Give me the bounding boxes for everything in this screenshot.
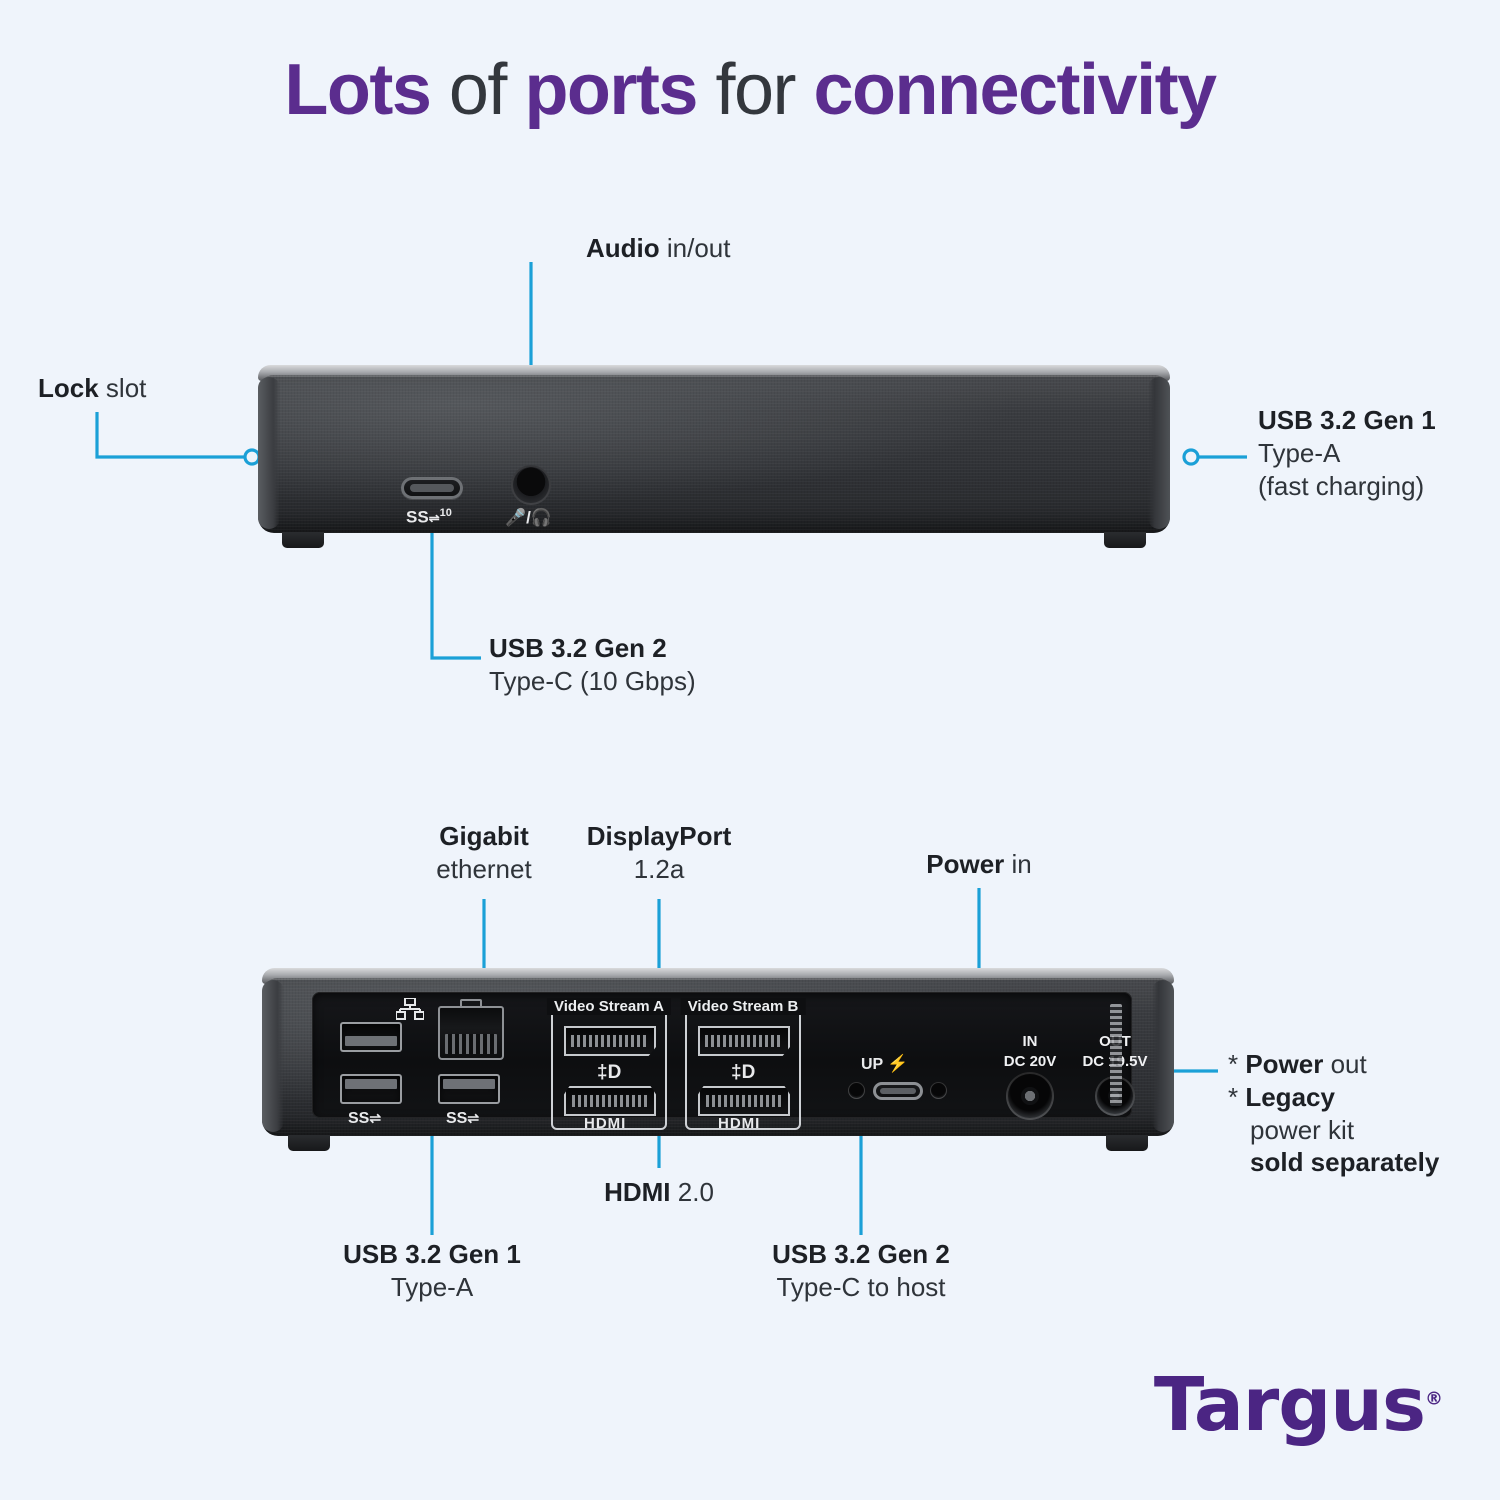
callout-displayport: DisplayPort 1.2a [549,820,769,886]
usb-a-port-bottom-mid [438,1074,500,1104]
callout-lock-slot-bold: Lock [38,373,99,403]
callout-usb-front-type-c-line1: USB 3.2 Gen 2 [489,633,667,663]
displayport-icon-b: ‡D [731,1062,756,1083]
hdmi-label-a: HDMI [584,1115,627,1132]
callout-power-out-rest: out [1323,1049,1367,1079]
callout-usb-rear-type-c: USB 3.2 Gen 2 Type-C to host [751,1238,971,1304]
hdmi-port-b [698,1086,790,1116]
callout-usb-front-type-c-line2: Type-C (10 Gbps) [489,665,696,696]
callout-displayport-line2: 1.2a [633,853,685,884]
callout-power-out-bold: Power [1245,1049,1324,1079]
callout-usb-rear-type-c-line1: USB 3.2 Gen 2 [772,1239,950,1269]
dock-rear-right-edge [1152,980,1174,1132]
targus-logo: Targus® [1153,1362,1443,1448]
title-part-1: Lots [284,50,431,130]
video-stream-b-label: Video Stream B [680,998,806,1015]
vent-strip [1110,1004,1122,1106]
callout-power-out-line1: * Power out [1228,1048,1439,1081]
usb-a-port-bottom-left [340,1074,402,1104]
callout-gigabit-line2: ethernet [436,853,532,884]
dock-rear-view: SS⇌ SS⇌ Video Stream A ‡D HDMI Video Str… [262,968,1174,1151]
screw-hole-left [848,1082,865,1099]
dock-rear-left-edge [262,980,284,1132]
callout-hdmi: HDMI 2.0 [559,1176,759,1209]
callout-usb-front-type-a-line3: (fast charging) [1258,470,1425,501]
callout-audio-rest: in/out [659,233,731,263]
usb-c-upstream-label: UP ⚡ [861,1054,909,1073]
hdmi-label-b: HDMI [718,1115,761,1132]
title-part-5: connectivity [813,50,1217,130]
callout-legacy-line4: sold separately [1250,1147,1440,1178]
usb-superspeed-icon-front: SS⇌10 [406,507,452,527]
dock-front-view: SS⇌10 🎤/🎧 [258,365,1170,548]
displayport-icon-a: ‡D [597,1062,622,1083]
callout-usb-rear-type-c-line2: Type-C to host [776,1271,946,1302]
title-part-2: of [430,50,525,130]
callout-power-in-rest: in [1004,849,1032,879]
usb-superspeed-icon-mid: SS⇌ [446,1110,480,1127]
dock-front-right-edge [1148,377,1170,529]
rear-port-plate: SS⇌ SS⇌ Video Stream A ‡D HDMI Video Str… [312,992,1148,1132]
callout-legacy-bold: Legacy [1245,1081,1335,1112]
screw-hole-right [930,1082,947,1099]
callout-usb-rear-type-a-line2: Type-A [390,1271,474,1302]
targus-logo-text: Targus [1153,1362,1426,1448]
callout-legacy-line3: power kit [1250,1114,1355,1145]
callout-power-out-legacy: * Power out * Legacy power kit sold sepa… [1228,1048,1439,1179]
title-part-4: for [696,50,814,130]
displayport-a [564,1026,656,1056]
dock-front-body [258,375,1170,533]
audio-headset-icon: 🎤/🎧 [505,508,553,527]
registered-trademark-icon: ® [1425,1388,1443,1410]
callout-usb-rear-type-a-line1: USB 3.2 Gen 1 [343,1239,521,1269]
callout-lock-slot-rest: slot [98,373,147,403]
callout-displayport-line1: DisplayPort [586,821,732,851]
ethernet-lan-icon [396,998,424,1020]
callout-hdmi-rest: 2.0 [670,1177,714,1207]
usb-c-port-host [873,1082,923,1100]
video-stream-b-group: Video Stream B ‡D HDMI [680,998,806,1132]
video-stream-a-group: Video Stream A ‡D HDMI [546,998,672,1132]
dock-front-left-edge [258,377,280,529]
callout-hdmi-bold: HDMI [604,1177,671,1207]
dc-power-in-jack [1006,1072,1054,1120]
page-title: Lots of ports for connectivity [0,50,1500,130]
callout-power-in: Power in [879,848,1079,881]
callout-power-out-marker: * [1228,1049,1246,1079]
callout-audio-bold: Audio [586,233,660,263]
dock-rear-foot-right [1106,1135,1148,1151]
callout-usb-front-type-a-line1: USB 3.2 Gen 1 [1258,405,1436,435]
audio-jack-port [511,465,551,505]
callout-gigabit-line1: Gigabit [439,821,529,851]
dock-rear-foot-left [288,1135,330,1151]
callout-usb-front-type-c: USB 3.2 Gen 2 Type-C (10 Gbps) [489,632,696,698]
usb-c-port-front [401,477,463,499]
callout-legacy-marker: * [1228,1081,1246,1112]
callout-legacy-line2: * Legacy [1228,1081,1439,1114]
callout-usb-front-type-a: USB 3.2 Gen 1 Type-A (fast charging) [1258,404,1436,502]
video-stream-a-label: Video Stream A [546,998,672,1015]
usb-superspeed-icon-left: SS⇌ [348,1110,382,1127]
callout-power-in-bold: Power [926,849,1005,879]
hdmi-port-a [564,1086,656,1116]
dc-in-label: IN DC 20V [1003,1033,1057,1070]
ethernet-rj45-port [438,999,504,1060]
callout-usb-rear-type-a: USB 3.2 Gen 1 Type-A [332,1238,532,1304]
callout-lock-slot: Lock slot [38,372,146,405]
dock-front-foot-right [1104,532,1146,548]
dock-front-foot-left [282,532,324,548]
callout-gigabit-ethernet: Gigabit ethernet [384,820,584,886]
callout-usb-front-type-a-line2: Type-A [1258,437,1341,468]
callout-audio: Audio in/out [586,232,730,265]
displayport-b [698,1026,790,1056]
title-part-3: ports [524,50,698,130]
usb-a-port-top-left [340,1022,402,1052]
